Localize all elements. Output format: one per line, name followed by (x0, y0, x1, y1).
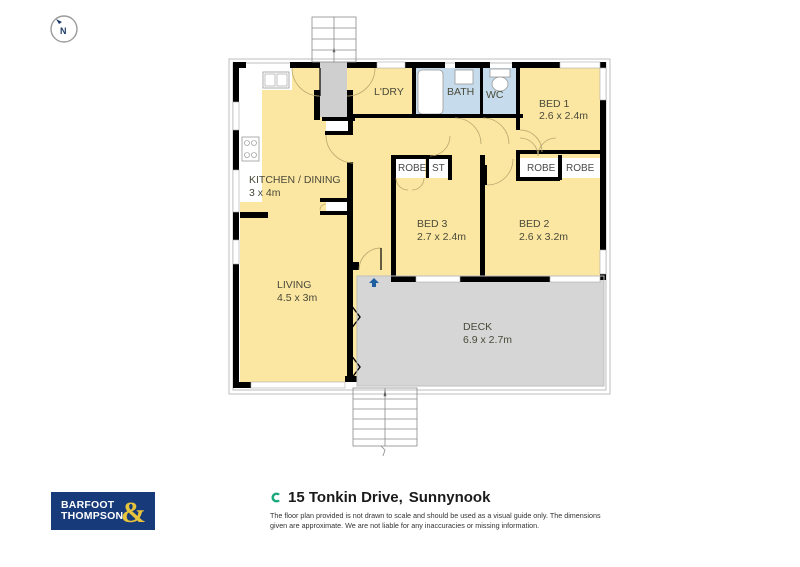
room-dims-bed1: 2.6 x 2.4m (539, 110, 588, 122)
room-name-wc: WC (486, 89, 504, 101)
room-name-living: LIVING (277, 279, 311, 291)
svg-text:N: N (60, 26, 67, 36)
room-dims-deck: 6.9 x 2.7m (463, 334, 512, 346)
room-dims-bed2: 2.6 x 3.2m (519, 231, 568, 243)
room-labels: KITCHEN / DINING 3 x 4m L'DRY BATH WC BE… (249, 86, 595, 346)
walls (233, 62, 606, 388)
room-dims-living: 4.5 x 3m (277, 292, 318, 304)
door-swings (291, 67, 557, 271)
room-name-bed2: BED 2 (519, 218, 550, 230)
room-name-laundry: L'DRY (374, 86, 404, 98)
address-suburb: Sunnynook (408, 489, 491, 506)
room-fills (240, 62, 604, 386)
room-name-robe-bed2-a: ROBE (527, 163, 556, 174)
north-arrow-icon: N (50, 15, 78, 43)
room-name-robe-bed3: ROBE (398, 163, 427, 174)
room-name-bed3: BED 3 (417, 218, 448, 230)
stairs-top (311, 16, 357, 63)
room-name-kitchen-dining: KITCHEN / DINING (249, 174, 341, 186)
room-name-bed1: BED 1 (539, 98, 570, 110)
room-name-robe-bed2-b: ROBE (566, 163, 595, 174)
disclaimer-text: The floor plan provided is not drawn to … (270, 511, 601, 530)
agency-logo: BARFOOT THOMPSON & (51, 492, 155, 530)
address-separator: , (398, 489, 403, 506)
property-address: 15 Tonkin Drive , Sunnynook (270, 489, 490, 506)
logo-line2: THOMPSON (61, 510, 124, 522)
brand-c-icon (270, 491, 282, 504)
room-dims-kitchen-dining: 3 x 4m (249, 187, 281, 199)
stairs-bottom (352, 387, 418, 457)
windows (232, 61, 607, 389)
room-name-storage: ST (432, 163, 445, 174)
door-leaves (319, 68, 382, 270)
room-name-deck: DECK (463, 321, 492, 333)
logo-line1: BARFOOT (61, 499, 115, 511)
entry-arrow-icon (369, 278, 379, 287)
room-name-bath: BATH (447, 86, 474, 98)
logo-ampersand: & (121, 496, 146, 529)
address-street: 15 Tonkin Drive (288, 489, 399, 506)
deck-outline (356, 275, 605, 387)
bifold-doors (350, 304, 361, 380)
room-dims-bed3: 2.7 x 2.4m (417, 231, 466, 243)
